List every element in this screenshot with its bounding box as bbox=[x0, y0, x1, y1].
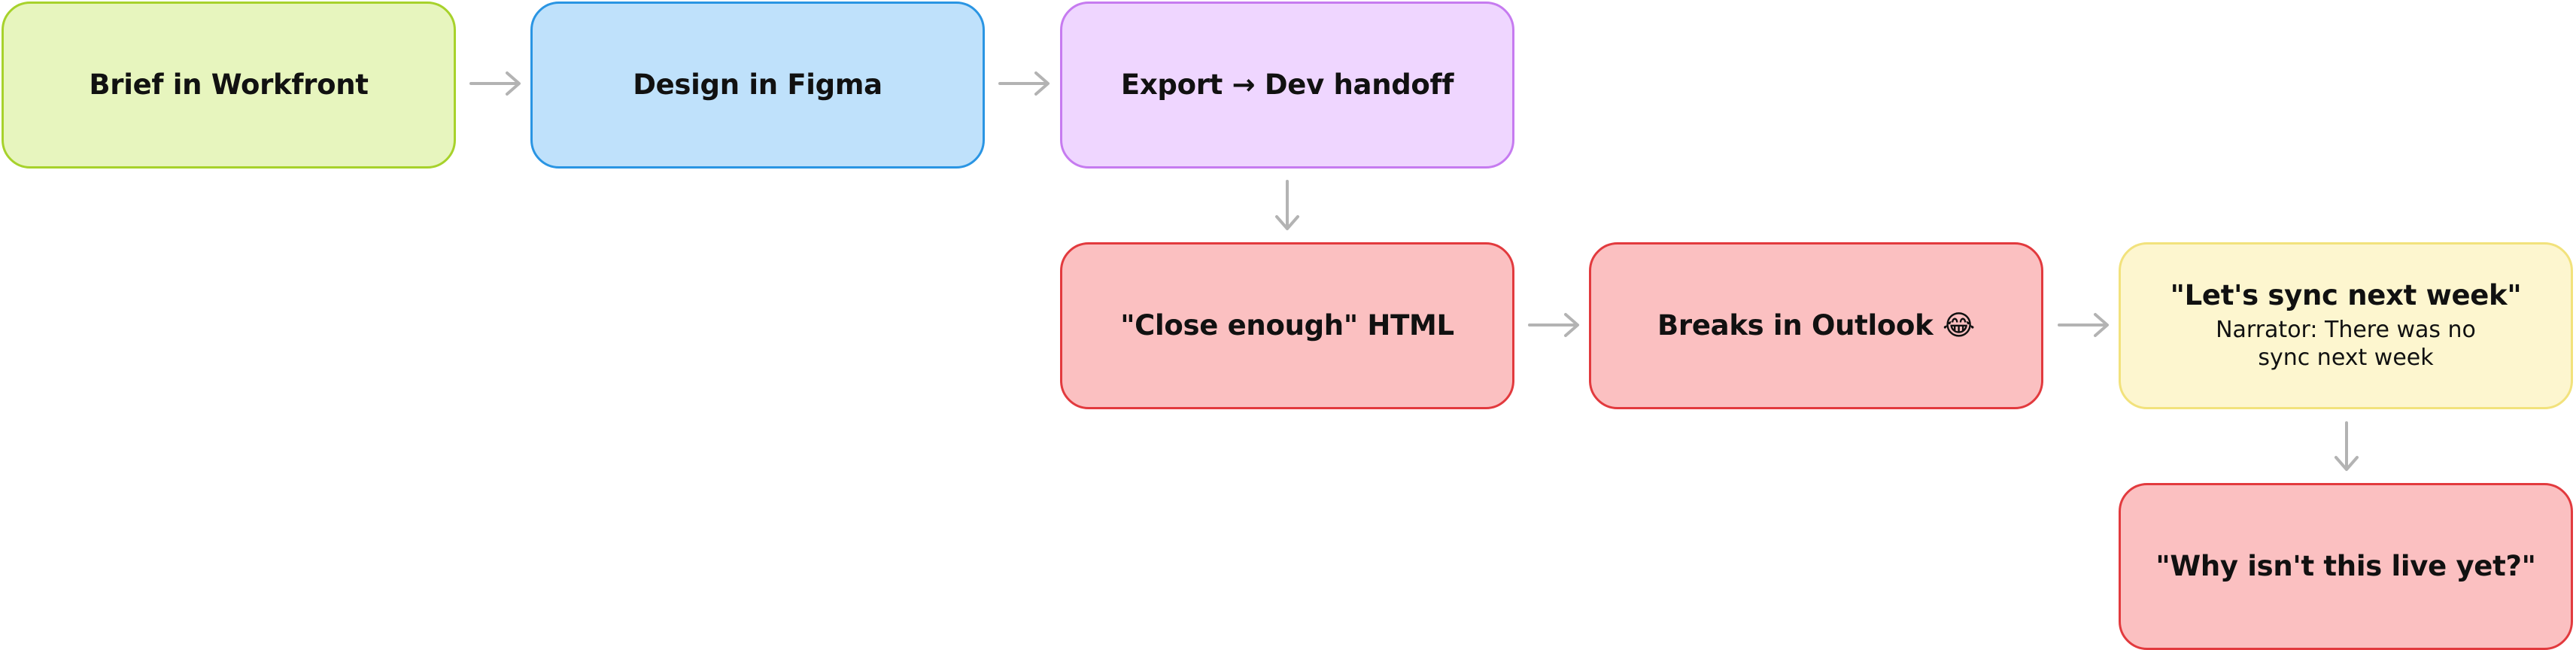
arrow-export-to-close-enough bbox=[1275, 180, 1299, 230]
arrow-close-enough-to-breaks bbox=[1528, 313, 1579, 337]
node-subtitle: Narrator: There was no sync next week bbox=[2216, 316, 2476, 372]
node-design-in-figma: Design in Figma bbox=[530, 2, 985, 169]
node-title: "Let's sync next week" bbox=[2170, 279, 2522, 312]
node-close-enough-html: "Close enough" HTML bbox=[1060, 242, 1514, 409]
arrow-sync-to-why-not-live bbox=[2334, 421, 2359, 471]
node-title: Design in Figma bbox=[633, 68, 882, 101]
node-title: "Why isn't this live yet?" bbox=[2155, 549, 2536, 582]
node-breaks-in-outlook: Breaks in Outlook 😂 bbox=[1589, 242, 2043, 409]
arrow-breaks-to-sync bbox=[2058, 313, 2109, 337]
node-lets-sync-next-week: "Let's sync next week" Narrator: There w… bbox=[2119, 242, 2573, 409]
node-title: Brief in Workfront bbox=[89, 68, 369, 101]
arrow-design-to-export bbox=[998, 71, 1050, 96]
node-export-dev-handoff: Export → Dev handoff bbox=[1060, 2, 1514, 169]
node-brief-in-workfront: Brief in Workfront bbox=[2, 2, 456, 169]
node-title: "Close enough" HTML bbox=[1120, 308, 1454, 342]
arrow-brief-to-design bbox=[469, 71, 521, 96]
node-title: Export → Dev handoff bbox=[1120, 68, 1454, 101]
node-title: Breaks in Outlook 😂 bbox=[1657, 308, 1975, 342]
node-why-isnt-this-live-yet: "Why isn't this live yet?" bbox=[2119, 483, 2573, 650]
